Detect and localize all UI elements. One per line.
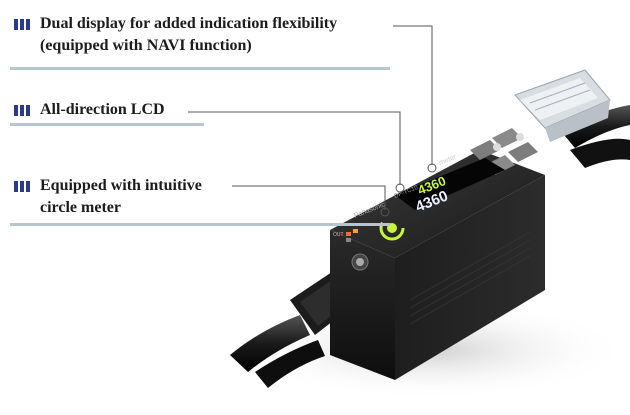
status-leds <box>346 229 358 242</box>
callout-dot-1 <box>427 163 437 173</box>
feature-dual-display: Dual display for added indication flexib… <box>10 13 390 70</box>
feature-dual-display-line1: Dual display for added indication flexib… <box>40 15 338 32</box>
feature-dual-display-underline <box>10 67 390 70</box>
body-front-face <box>330 230 395 380</box>
lcd-panel <box>395 158 505 210</box>
side-ridges <box>409 231 531 325</box>
rear-connector <box>514 69 611 142</box>
feature-all-direction-lcd-underline <box>10 123 204 126</box>
bullet-bars-icon <box>14 19 32 30</box>
body-side-face <box>395 175 545 380</box>
body-top-face <box>330 150 545 258</box>
feature-circle-meter: Equipped with intuitive circle meter <box>10 175 390 226</box>
front-cable <box>230 315 310 372</box>
bullet-bars-icon <box>14 181 32 192</box>
front-round-indicator-center <box>356 258 364 266</box>
feature-dual-display-line2: (equipped with NAVI function) <box>40 37 252 54</box>
callout-dot-3 <box>380 207 390 217</box>
feature-all-direction-lcd-title: All-direction LCD <box>10 99 165 121</box>
bullet-bars-icon <box>14 105 32 116</box>
front-cable-2 <box>255 340 325 388</box>
feature-circle-meter-title: Equipped with intuitive circle meter <box>10 175 202 219</box>
feature-dual-display-title: Dual display for added indication flexib… <box>10 13 337 57</box>
feature-circle-meter-line1: Equipped with intuitive <box>40 177 202 194</box>
feature-circle-meter-line2: circle meter <box>40 199 121 216</box>
feature-circle-meter-underline <box>10 223 390 226</box>
feature-all-direction-lcd: All-direction LCD <box>10 99 204 126</box>
callout-dot-2 <box>395 183 405 193</box>
callout-lines <box>188 25 433 210</box>
side-label: OUT <box>333 232 344 238</box>
feature-all-direction-lcd-line1: All-direction LCD <box>40 101 165 118</box>
rear-cable-2 <box>570 138 630 168</box>
rear-cable <box>560 105 630 148</box>
